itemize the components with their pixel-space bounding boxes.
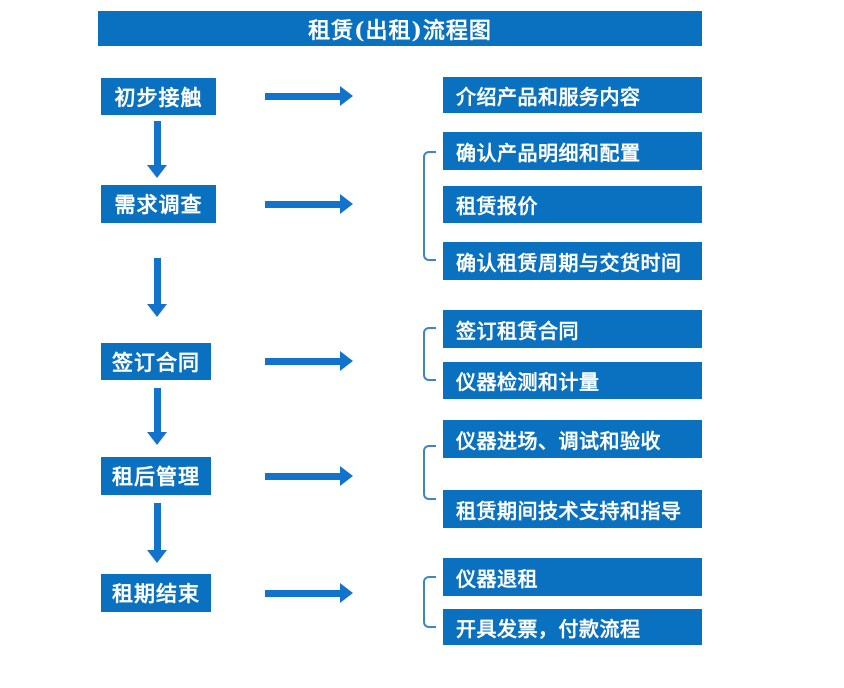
right-arrow-shaft <box>265 93 342 100</box>
right-arrow-shaft <box>265 201 342 208</box>
detail-box-instrument-testing: 仪器检测和计量 <box>443 362 702 399</box>
right-arrow-3 <box>265 351 353 372</box>
right-arrow-5 <box>265 583 353 604</box>
detail-box-rental-quote: 租赁报价 <box>443 186 702 223</box>
down-arrow-shaft <box>154 388 161 434</box>
group-bracket-sign-contract <box>423 327 436 381</box>
detail-box-intro-products: 介绍产品和服务内容 <box>443 77 702 113</box>
step-box-sign-contract: 签订合同 <box>101 343 211 380</box>
down-arrow-head <box>147 165 167 178</box>
detail-box-instrument-entry: 仪器进场、调试和验收 <box>443 420 702 458</box>
step-box-demand-survey: 需求调查 <box>101 185 216 223</box>
right-arrow-4 <box>265 466 353 487</box>
right-arrow-1 <box>265 86 353 107</box>
group-bracket-post-rental <box>423 445 436 500</box>
detail-box-invoice-payment: 开具发票，付款流程 <box>443 609 702 645</box>
right-arrow-head <box>340 466 353 486</box>
right-arrow-head <box>340 583 353 603</box>
right-arrow-shaft <box>265 473 342 480</box>
right-arrow-head <box>340 194 353 214</box>
down-arrow-head <box>147 432 167 445</box>
detail-box-confirm-period: 确认租赁周期与交货时间 <box>443 242 702 280</box>
down-arrow-4 <box>147 503 168 563</box>
group-bracket-demand-survey <box>423 151 436 261</box>
down-arrow-shaft <box>154 121 161 167</box>
down-arrow-shaft <box>154 503 161 552</box>
group-bracket-lease-end <box>423 576 436 628</box>
right-arrow-shaft <box>265 358 342 365</box>
down-arrow-2 <box>147 258 168 317</box>
step-box-lease-end: 租期结束 <box>101 574 211 612</box>
detail-box-instrument-return: 仪器退租 <box>443 558 702 596</box>
detail-box-confirm-details: 确认产品明细和配置 <box>443 132 702 170</box>
down-arrow-3 <box>147 388 168 445</box>
right-arrow-head <box>340 351 353 371</box>
down-arrow-head <box>147 304 167 317</box>
down-arrow-shaft <box>154 258 161 306</box>
right-arrow-head <box>340 86 353 106</box>
step-box-post-rental-mgmt: 租后管理 <box>101 457 211 495</box>
flowchart-title: 租赁(出租)流程图 <box>98 11 702 46</box>
detail-box-sign-rental-contract: 签订租赁合同 <box>443 310 702 348</box>
right-arrow-shaft <box>265 590 342 597</box>
detail-box-tech-support: 租赁期间技术支持和指导 <box>443 490 702 528</box>
step-box-initial-contact: 初步接触 <box>101 78 216 115</box>
right-arrow-2 <box>265 194 353 215</box>
down-arrow-1 <box>147 121 168 178</box>
down-arrow-head <box>147 550 167 563</box>
